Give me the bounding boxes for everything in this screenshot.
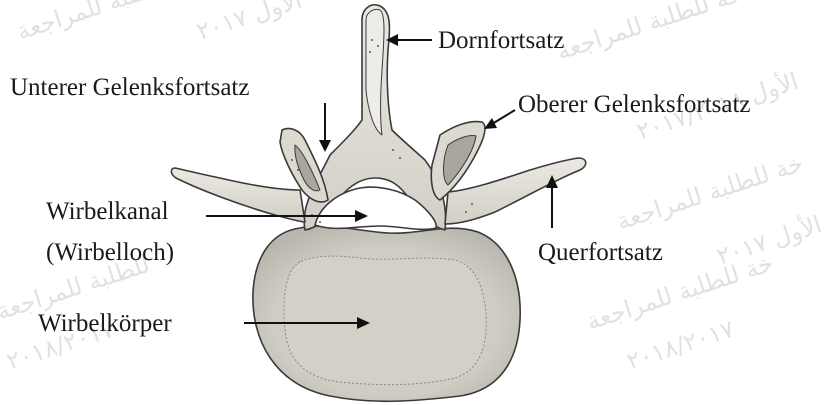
watermark-bottom-right-2: ٢٠١٨/٢٠١٧ [623, 315, 738, 376]
label-transverse: Querfortsatz [538, 239, 663, 266]
label-inferior-articular: Unterer Gelenksfortsatz [10, 74, 249, 101]
arrow-spinous [386, 34, 432, 46]
label-spinous: Dornfortsatz [438, 27, 564, 54]
watermark-top-right: خة للطلبة للمراجعة [553, 0, 746, 66]
vertebra-illustration [171, 5, 585, 402]
arrow-inferior-articular [319, 103, 331, 152]
label-canal-line2: (Wirbelloch) [46, 239, 174, 266]
label-superior-articular: Oberer Gelenksfortsatz [518, 91, 751, 118]
watermark-top-left-2: الأول ٢٠١٧ [193, 0, 305, 46]
vertebral-body-inner [284, 256, 486, 385]
label-body: Wirbelkörper [38, 310, 172, 337]
transverse-process-left [171, 168, 305, 222]
watermark-top-left: خة للطلبة للمراجعة [13, 0, 206, 46]
arrow-superior-articular [484, 110, 515, 129]
label-canal-line1: Wirbelkanal [46, 198, 169, 225]
